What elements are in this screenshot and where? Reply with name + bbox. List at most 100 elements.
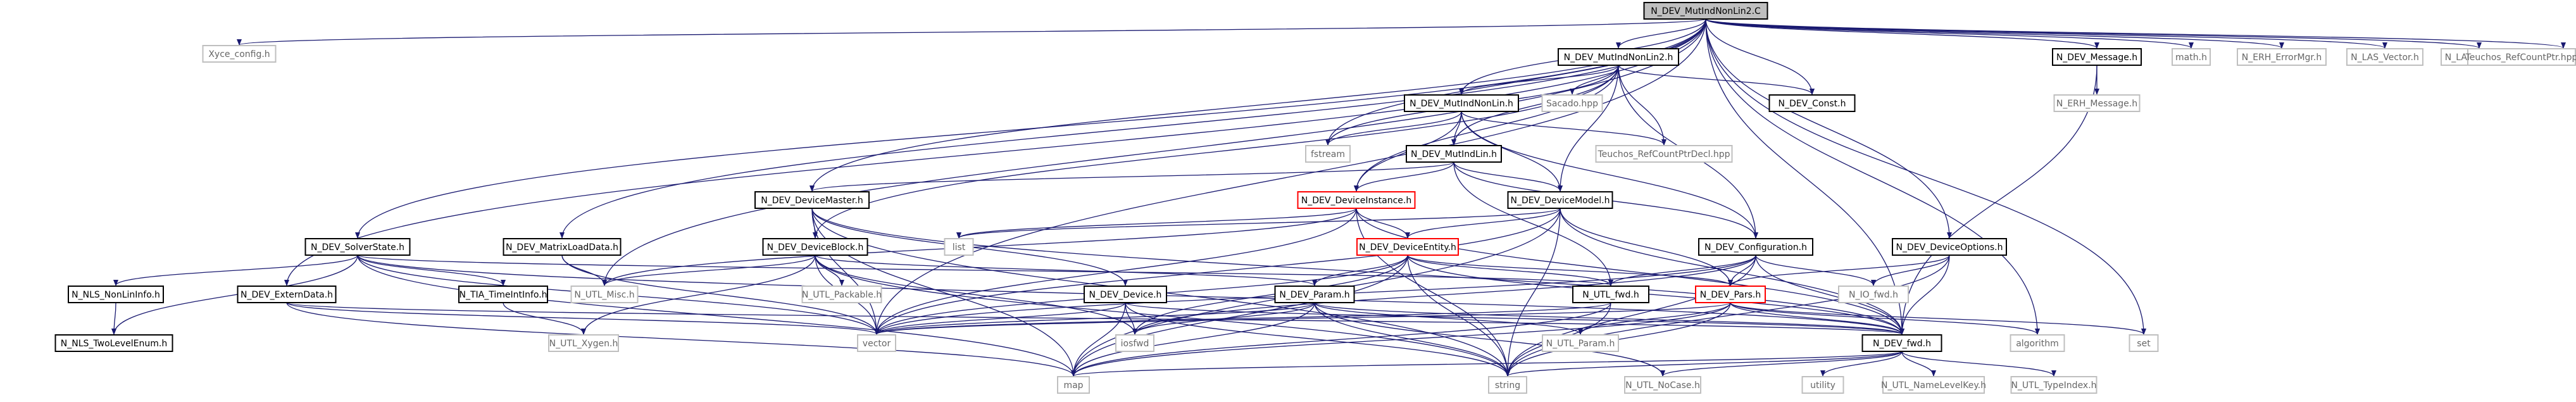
edge-n-dev-mutindnonlin2-c-to-vector	[874, 18, 1706, 335]
node-n-dev-mutindnonlin-h[interactable]: N_DEV_MutIndNonLin.h	[1404, 94, 1519, 112]
node-box	[801, 286, 882, 303]
node-n-dev-configuration-h[interactable]: N_DEV_Configuration.h	[1698, 238, 1813, 256]
node-label: N_LAS_Vector.h	[2351, 53, 2419, 63]
node-n-erh-errormgr-h: N_ERH_ErrorMgr.h	[2237, 48, 2327, 66]
node-box	[2346, 48, 2423, 66]
node-box	[202, 45, 277, 63]
node-n-dev-deviceinstance-h[interactable]: N_DEV_DeviceInstance.h	[1297, 191, 1416, 209]
node-box	[54, 334, 173, 352]
node-n-utl-fwd-h[interactable]: N_UTL_fwd.h	[1572, 286, 1649, 303]
node-n-dev-deviceoptions-h[interactable]: N_DEV_DeviceOptions.h	[1892, 238, 2007, 256]
node-n-dev-deviceentity-h[interactable]: N_DEV_DeviceEntity.h	[1356, 238, 1459, 256]
node-box	[1115, 334, 1154, 352]
edge-n-dev-devicemodel-h-to-n-dev-deviceentity-h	[1405, 208, 1561, 239]
node-box	[754, 191, 870, 209]
node-label: N_DEV_Message.h	[2056, 53, 2137, 63]
edge-n-utl-fwd-h-to-map	[1071, 302, 1611, 377]
node-label: N_UTL_NoCase.h	[1625, 380, 1700, 391]
edge-n-dev-mutindnonlin2-c-to-n-utl-misc-h	[602, 18, 1706, 286]
node-n-dev-pars-h[interactable]: N_DEV_Pars.h	[1695, 286, 1766, 303]
node-box	[1695, 286, 1766, 303]
edge-n-dev-devicemodel-h-to-n-dev-fwd-h	[1560, 208, 1904, 335]
node-box	[1801, 376, 1844, 394]
node-box	[1084, 286, 1167, 303]
node-box	[503, 238, 622, 256]
edge-n-dev-mutindnonlin2-c-to-n-las-vector-h	[1705, 18, 2387, 49]
edge-n-dev-deviceinstance-h-to-n-dev-fwd-h	[1356, 208, 1904, 335]
node-n-utl-misc-h: N_UTL_Misc.h	[570, 286, 639, 303]
node-box	[1356, 238, 1459, 256]
node-n-dev-param-h[interactable]: N_DEV_Param.h	[1274, 286, 1355, 303]
node-n-las-vector-h: N_LAS_Vector.h	[2346, 48, 2423, 66]
edge-n-dev-fwd-h-to-utility	[1820, 351, 1903, 377]
node-n-dev-mutindnonlin2-c[interactable]: N_DEV_MutIndNonLin2.C	[1643, 2, 1768, 20]
edge-n-dev-fwd-h-to-n-utl-namelevelkey-h	[1901, 351, 1936, 377]
node-label: string	[1495, 380, 1520, 391]
node-box	[1892, 238, 2007, 256]
edge-n-dev-matrixloaddata-h-to-vector	[561, 254, 879, 335]
node-box	[1297, 191, 1416, 209]
node-box	[1406, 145, 1502, 163]
node-label: Teuchos_RefCountPtr.hpp	[2465, 53, 2576, 63]
node-box	[2053, 94, 2141, 112]
node-box	[2467, 48, 2576, 66]
node-label: N_DEV_Param.h	[1279, 290, 1349, 300]
edge-n-dev-pars-h-to-vector	[874, 302, 1731, 335]
edge-n-dev-devicemaster-h-to-vector	[811, 208, 879, 335]
edge-n-dev-deviceentity-h-to-n-dev-fwd-h	[1407, 254, 1904, 335]
edge-n-dev-deviceblock-h-to-n-dev-param-h	[815, 254, 1317, 286]
node-n-tia-timeintinfo-h[interactable]: N_TIA_TimeIntInfo.h	[458, 286, 548, 303]
nodes-layer: N_DEV_MutIndNonLin2.CXyce_config.hN_DEV_…	[54, 2, 2576, 394]
edge-n-tia-timeintinfo-h-to-n-utl-xygen-h	[503, 302, 586, 335]
edge-n-dev-mutindlin-h-to-n-dev-deviceinstance-h	[1354, 161, 1454, 192]
node-label: N_NLS_NonLinInfo.h	[72, 290, 160, 300]
node-box	[2010, 376, 2098, 394]
edge-n-dev-configuration-h-to-string	[1505, 254, 1756, 377]
node-label: N_DEV_DeviceOptions.h	[1896, 242, 2003, 253]
node-algorithm: algorithm	[2010, 334, 2065, 352]
node-n-dev-device-h[interactable]: N_DEV_Device.h	[1084, 286, 1167, 303]
node-box	[944, 238, 974, 256]
edge-n-dev-mutindnonlin2-h-to-n-dev-deviceinstance-h	[1354, 65, 1619, 192]
node-label: iosfwd	[1121, 339, 1149, 349]
node-n-dev-externdata-h[interactable]: N_DEV_ExternData.h	[237, 286, 337, 303]
node-box	[1542, 334, 1619, 352]
node-n-dev-const-h[interactable]: N_DEV_Const.h	[1768, 94, 1856, 112]
edge-n-dev-message-h-to-n-dev-fwd-h	[1899, 65, 2098, 335]
edge-n-nls-nonlininfo-h-to-n-nls-twolevelenum-h	[111, 302, 117, 335]
node-n-erh-message-h: N_ERH_Message.h	[2053, 94, 2141, 112]
edge-n-dev-param-h-to-n-utl-param-h	[1314, 302, 1583, 335]
node-label: map	[1063, 380, 1083, 391]
node-n-dev-mutindlin-h[interactable]: N_DEV_MutIndLin.h	[1406, 145, 1502, 163]
node-label: N_DEV_DeviceInstance.h	[1301, 196, 1411, 206]
node-n-dev-devicemodel-h[interactable]: N_DEV_DeviceModel.h	[1507, 191, 1613, 209]
node-label: N_DEV_fwd.h	[1873, 339, 1931, 349]
node-n-dev-matrixloaddata-h[interactable]: N_DEV_MatrixLoadData.h	[503, 238, 622, 256]
node-teuchos-refcountptr-hpp: Teuchos_RefCountPtr.hpp	[2465, 48, 2576, 66]
edge-n-dev-mutindnonlin2-c-to-n-dev-message-h	[1705, 18, 2099, 49]
node-label: N_TIA_TimeIntInfo.h	[459, 290, 547, 300]
edges-layer	[111, 18, 2566, 377]
node-n-dev-message-h[interactable]: N_DEV_Message.h	[2052, 48, 2142, 66]
edge-n-dev-mutindnonlin-h-to-teuchos-refcountptrdecl-hpp	[1461, 111, 1666, 146]
node-n-dev-deviceblock-h[interactable]: N_DEV_DeviceBlock.h	[762, 238, 868, 256]
edge-n-dev-mutindnonlin2-c-to-n-dev-deviceoptions-h	[1705, 18, 1952, 239]
edge-n-dev-mutindnonlin2-c-to-n-dev-mutindnonlin2-h	[1616, 18, 1706, 49]
edge-n-dev-deviceentity-h-to-map	[1071, 254, 1408, 377]
node-n-dev-devicemaster-h[interactable]: N_DEV_DeviceMaster.h	[754, 191, 870, 209]
node-label: N_DEV_Configuration.h	[1704, 242, 1807, 253]
node-n-nls-twolevelenum-h[interactable]: N_NLS_TwoLevelEnum.h	[54, 334, 173, 352]
node-n-nls-nonlininfo-h[interactable]: N_NLS_NonLinInfo.h	[68, 286, 164, 303]
edge-n-dev-param-h-to-vector	[874, 302, 1315, 335]
node-n-dev-mutindnonlin2-h[interactable]: N_DEV_MutIndNonLin2.h	[1558, 48, 1679, 66]
node-box	[1541, 94, 1603, 112]
edge-n-dev-devicemodel-h-to-string	[1505, 208, 1561, 377]
edge-n-dev-externdata-h-to-vector	[286, 302, 879, 335]
edge-n-dev-devicemodel-h-to-list	[956, 208, 1561, 239]
node-n-dev-solverstate-h[interactable]: N_DEV_SolverState.h	[304, 238, 411, 256]
node-label: Sacado.hpp	[1546, 99, 1598, 109]
node-map: map	[1057, 376, 1090, 394]
node-n-dev-fwd-h[interactable]: N_DEV_fwd.h	[1861, 334, 1942, 352]
edge-n-dev-deviceblock-h-to-n-utl-xygen-h	[581, 254, 816, 335]
edge-n-dev-fwd-h-to-n-utl-nocase-h	[1660, 351, 1903, 377]
